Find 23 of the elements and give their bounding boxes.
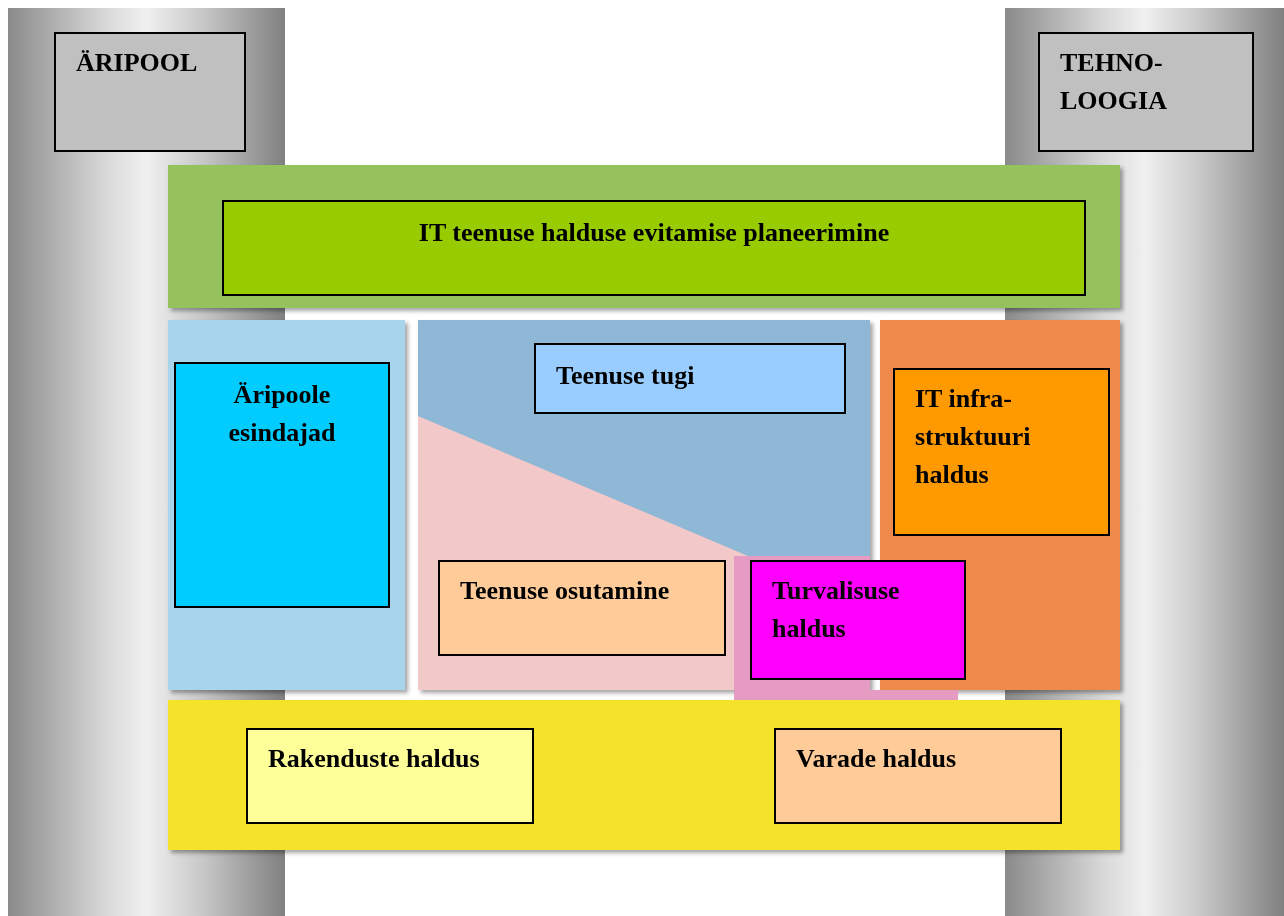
label-box — [750, 560, 966, 680]
panel — [168, 700, 1120, 850]
box-title: ÄRIPOOL — [76, 47, 199, 79]
box-title: Turvalisuse haldus — [772, 575, 901, 645]
box-title: IT teenuse halduse evitamise planeerimine — [417, 217, 891, 249]
box-title: Äripoole esindajad — [227, 379, 337, 449]
box-title: TEHNO- LOOGIA — [1060, 47, 1168, 117]
box-title: IT infra- struktuuri haldus — [915, 383, 1032, 491]
box-title: Rakenduste haldus — [268, 743, 481, 775]
box-title: Teenuse tugi — [556, 360, 696, 392]
label-box — [438, 560, 726, 656]
label-box — [893, 368, 1110, 536]
panel — [168, 320, 405, 690]
label-box — [174, 362, 390, 608]
label-box — [222, 200, 1086, 296]
label-box — [534, 343, 846, 414]
label-box — [1038, 32, 1254, 152]
label-box — [774, 728, 1062, 824]
label-box — [54, 32, 246, 152]
box-title: Teenuse osutamine — [460, 575, 671, 607]
label-box — [246, 728, 534, 824]
box-title: Varade haldus — [796, 743, 958, 775]
panel — [168, 165, 1120, 308]
